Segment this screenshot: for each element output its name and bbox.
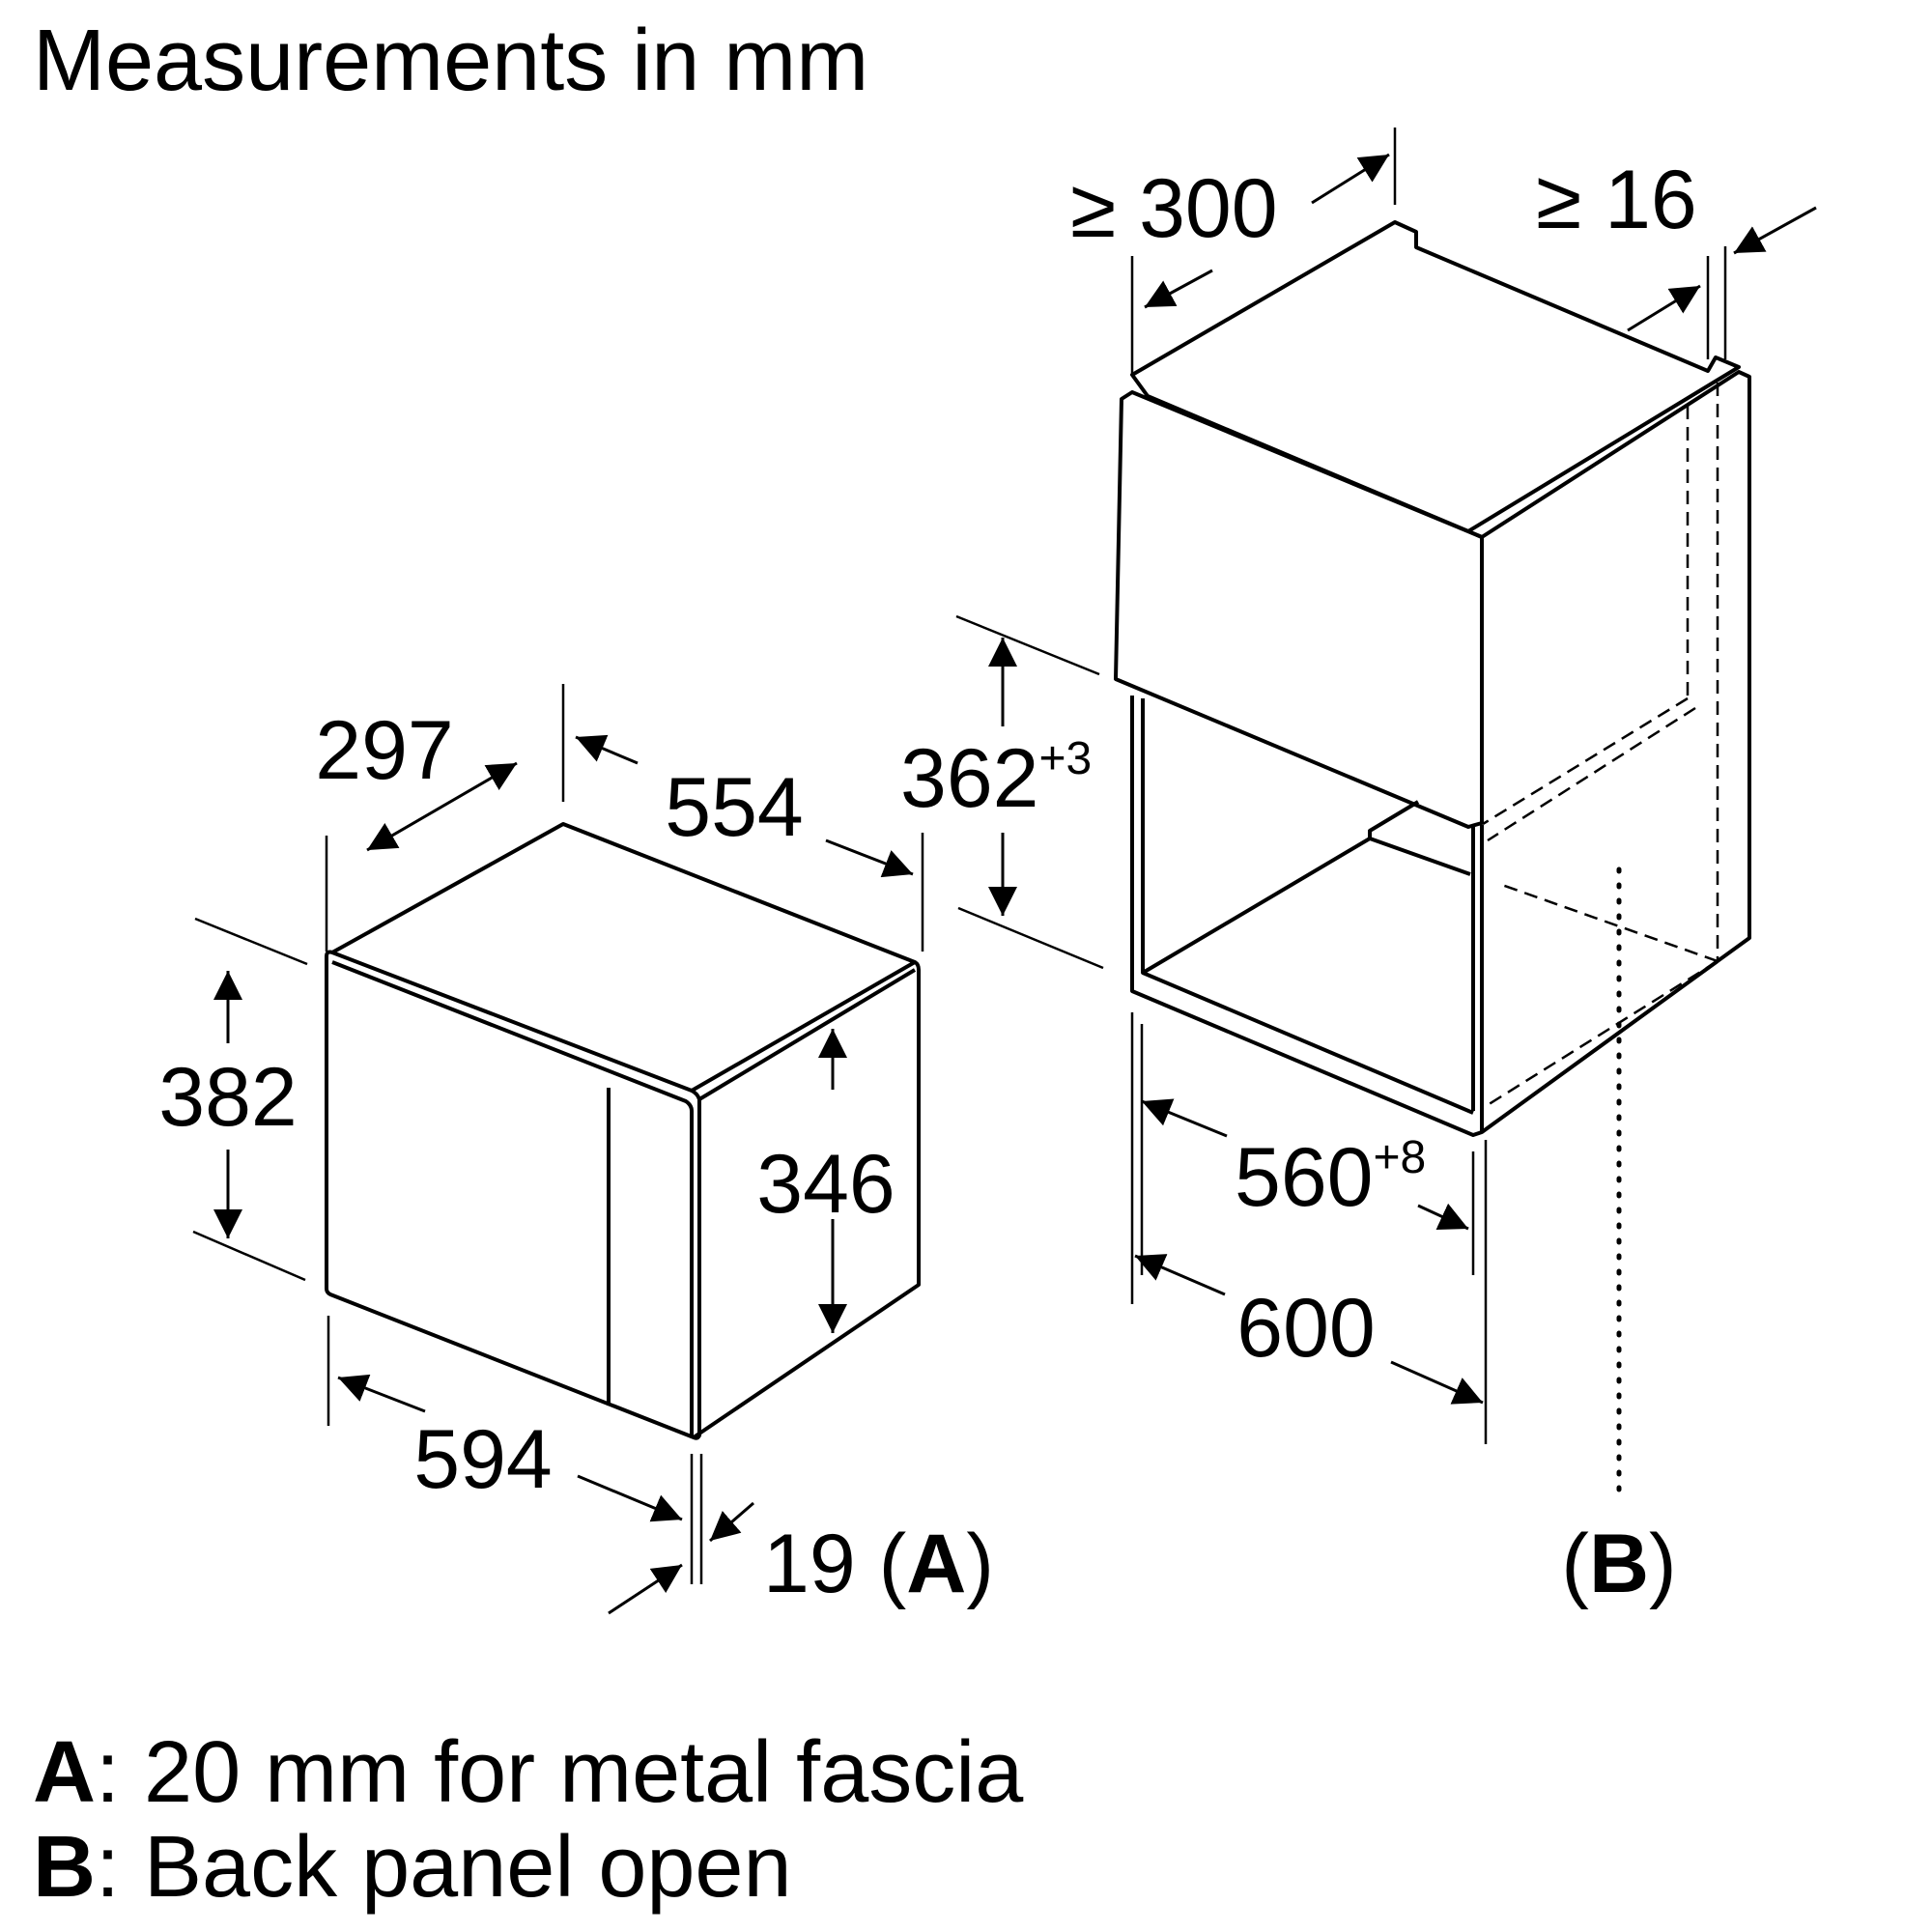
page-title: Measurements in mm [33, 13, 869, 109]
depth-label: 297 [315, 704, 454, 797]
cabinet-dimension-lines [955, 128, 1817, 1444]
body-height-label: 346 [756, 1138, 895, 1231]
legend-a-key: A [33, 1724, 96, 1821]
legend-a: A: 20 mm for metal fascia [33, 1729, 1023, 1816]
legend-b-text: : Back panel open [96, 1819, 792, 1916]
microwave-dimension-lines [192, 684, 924, 1615]
microwave-drawing [325, 822, 921, 1440]
depth-min-label: ≥ 300 [1070, 162, 1278, 255]
gap-min-label: ≥ 16 [1536, 154, 1697, 246]
legend-b-key: B [33, 1819, 96, 1916]
fascia-marker: A [906, 1518, 966, 1610]
legend-a-text: : 20 mm for metal fascia [96, 1724, 1024, 1821]
niche-width-tolerance: +8 [1374, 1132, 1427, 1183]
cabinet-drawing [1114, 220, 1751, 1137]
cabinet-hidden-edges [1482, 383, 1719, 1110]
height-label: 382 [158, 1051, 298, 1144]
cabinet-width-label: 600 [1236, 1282, 1376, 1375]
fascia-label: 19 (A) [763, 1518, 994, 1610]
niche-height-tolerance: +3 [1039, 733, 1093, 784]
niche-height-label: 362+3 [900, 732, 1092, 825]
legend-b: B: Back panel open [33, 1824, 792, 1911]
niche-width-label: 560+8 [1235, 1131, 1426, 1224]
width-label: 594 [413, 1413, 553, 1506]
body-width-label: 554 [665, 761, 804, 854]
back-marker-label: (B) [1561, 1518, 1676, 1610]
